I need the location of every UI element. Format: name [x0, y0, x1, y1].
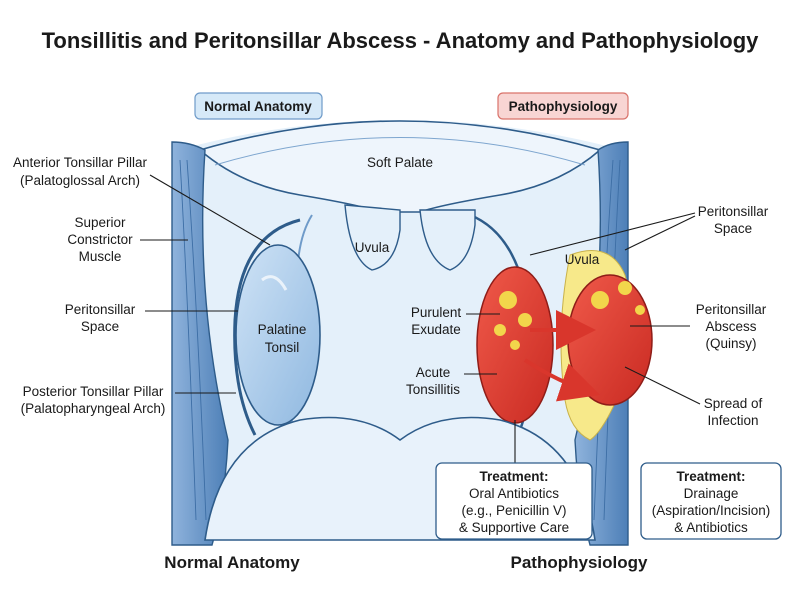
peritonsillar-abscess	[567, 274, 653, 406]
label-soft-palate: Soft Palate	[367, 155, 433, 170]
badge-patho-label: Pathophysiology	[509, 99, 618, 114]
page-title: Tonsillitis and Peritonsillar Abscess - …	[42, 28, 760, 53]
label-purulent-exudate-2: Exudate	[411, 322, 461, 337]
label-purulent-exudate-1: Purulent	[411, 305, 462, 320]
abscess-pus	[635, 305, 645, 315]
exudate-spot	[494, 324, 506, 336]
leader-anterior-pillar	[149, 174, 271, 246]
soft-palate-inner-contour	[214, 137, 586, 166]
label-superior-constrictor-2: Constrictor	[67, 232, 133, 247]
label-peritonsillar-abscess-2: Abscess	[705, 319, 756, 334]
label-superior-constrictor-3: Muscle	[79, 249, 122, 264]
label-acute-tonsillitis-1: Acute	[416, 365, 451, 380]
label-uvula-left: Uvula	[355, 240, 390, 255]
label-uvula-right: Uvula	[565, 252, 600, 267]
treatment-right-line-2: (Aspiration/Incision)	[652, 503, 771, 518]
label-posterior-pillar-1: Posterior Tonsillar Pillar	[23, 384, 164, 399]
label-superior-constrictor-1: Superior	[74, 215, 126, 230]
label-peritonsillar-abscess-3: (Quinsy)	[705, 336, 756, 351]
tonsil-highlight	[261, 275, 288, 291]
caption-pathophysiology: Pathophysiology	[511, 553, 649, 572]
label-posterior-pillar-2: (Palatopharyngeal Arch)	[21, 401, 166, 416]
label-acute-tonsillitis-2: Tonsillitis	[406, 382, 460, 397]
label-palatine-tonsil-2: Tonsil	[265, 340, 300, 355]
treatment-box-left: Treatment: Oral Antibiotics (e.g., Penic…	[435, 462, 593, 540]
exudate-spot	[499, 291, 517, 309]
treatment-box-right: Treatment: Drainage (Aspiration/Incision…	[640, 462, 782, 540]
left-uvula	[344, 204, 401, 271]
label-peritonsillar-space-right-1: Peritonsillar	[698, 204, 769, 219]
caption-normal-anatomy: Normal Anatomy	[164, 553, 300, 572]
exudate-spot	[510, 340, 520, 350]
treatment-left-line-1: Oral Antibiotics	[469, 486, 559, 501]
treatment-left-line-2: (e.g., Penicillin V)	[461, 503, 566, 518]
left-palatine-tonsil	[235, 244, 321, 426]
badge-pathophysiology: Pathophysiology	[497, 92, 629, 120]
treatment-right-heading: Treatment:	[676, 469, 745, 484]
treatment-left-line-3: & Supportive Care	[459, 520, 569, 535]
abscess-pus	[618, 281, 632, 295]
left-anterior-pillar	[233, 218, 301, 436]
label-anterior-pillar-2: (Palatoglossal Arch)	[20, 173, 140, 188]
treatment-right-line-3: & Antibiotics	[674, 520, 748, 535]
leader-space-right-1	[529, 212, 696, 256]
label-peritonsillar-space-left-1: Peritonsillar	[65, 302, 136, 317]
soft-palate-shape	[198, 120, 602, 213]
label-palatine-tonsil-1: Palatine	[258, 322, 307, 337]
label-spread-of-infection-2: Infection	[707, 413, 758, 428]
badge-normal-anatomy: Normal Anatomy	[194, 92, 323, 120]
spread-arrow-lower	[523, 358, 601, 402]
treatment-left-heading: Treatment:	[479, 469, 548, 484]
label-spread-of-infection-1: Spread of	[704, 396, 763, 411]
treatment-right-line-1: Drainage	[684, 486, 739, 501]
leader-spread	[624, 366, 701, 405]
abscess-pus	[591, 291, 609, 309]
label-peritonsillar-space-left-2: Space	[81, 319, 119, 334]
badge-normal-label: Normal Anatomy	[204, 99, 312, 114]
muscle-fiber	[179, 159, 197, 521]
label-peritonsillar-abscess-1: Peritonsillar	[696, 302, 767, 317]
exudate-spot	[518, 313, 532, 327]
right-uvula	[419, 209, 476, 271]
label-anterior-pillar-1: Anterior Tonsillar Pillar	[13, 155, 148, 170]
leader-space-right-2	[624, 215, 696, 251]
label-peritonsillar-space-right-2: Space	[714, 221, 752, 236]
